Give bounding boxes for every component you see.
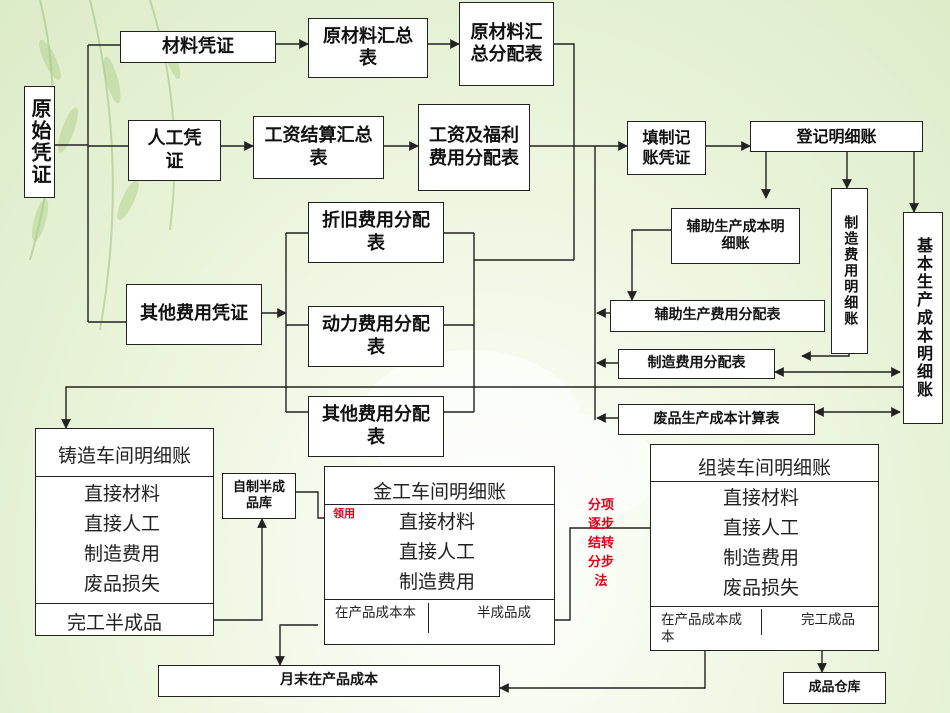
aux-ledger-box: 辅助生产成本明细账 — [671, 208, 800, 264]
aux-alloc-box: 辅助生产费用分配表 — [610, 300, 825, 332]
machining-wip-label: 在产品成本本 — [335, 605, 416, 621]
assembly-wip-label: 在产品成本成本 — [661, 612, 742, 645]
machining-divider-top — [325, 504, 554, 505]
assembly-item: 制造费用 — [723, 547, 800, 569]
material-voucher-box: 材料凭证 — [120, 31, 276, 63]
semi-store-box: 自制半成品库 — [222, 473, 296, 519]
post-ledger-box: 登记明细账 — [750, 121, 923, 152]
scrap-calc-box: 废品生产成本计算表 — [618, 404, 815, 435]
method-label: 分项逐步结转分步法 — [587, 498, 614, 589]
aux-alloc-label: 辅助生产费用分配表 — [654, 307, 781, 324]
material-summary-box: 原材料汇总表 — [308, 18, 428, 78]
basic-ledger-box: 基本生产成本明细账 — [903, 212, 943, 424]
casting-divider-top — [36, 476, 213, 477]
month-end-wip-label: 月末在产品成本 — [280, 672, 378, 689]
assembly-item: 直接材料 — [723, 487, 800, 509]
casting-item-list: 直接材料 直接人工 制造费用 废品损失 — [84, 479, 213, 599]
wage-alloc-label: 工资及福利费用分配表 — [429, 125, 519, 169]
depr-alloc-box: 折旧费用分配表 — [308, 202, 444, 263]
mfg-alloc-label: 制造费用分配表 — [647, 355, 746, 372]
post-ledger-label: 登记明细账 — [796, 126, 877, 146]
power-alloc-label: 动力费用分配表 — [322, 314, 430, 358]
casting-item: 直接材料 — [84, 483, 161, 505]
finished-store-label: 成品仓库 — [808, 679, 861, 695]
assembly-item: 直接人工 — [723, 517, 800, 539]
mfg-ledger-box: 制造费用明细账 — [831, 188, 868, 354]
assembly-divider-bottom — [651, 606, 878, 607]
wage-summary-label: 工资结算汇总表 — [264, 125, 373, 169]
material-voucher-label: 材料凭证 — [162, 35, 234, 57]
finished-store-box: 成品仓库 — [783, 672, 886, 704]
other-voucher-label: 其他费用凭证 — [140, 303, 248, 325]
machining-item: 直接材料 — [399, 511, 476, 533]
scrap-calc-label: 废品生产成本计算表 — [653, 410, 780, 427]
machining-ledger-title: 金工车间明细账 — [372, 481, 506, 503]
casting-item: 制造费用 — [84, 543, 161, 565]
original-voucher-box: 原始凭证 — [24, 86, 55, 198]
power-alloc-box: 动力费用分配表 — [308, 306, 444, 367]
assembly-finished-label: 完工成品 — [801, 612, 855, 628]
depr-alloc-label: 折旧费用分配表 — [322, 210, 430, 254]
material-summary-label: 原材料汇总表 — [323, 25, 413, 70]
machining-divider-bottom — [325, 599, 554, 600]
original-voucher-label: 原始凭证 — [28, 98, 52, 186]
machining-item-list: 直接材料 直接人工 制造费用 — [399, 507, 554, 597]
assembly-divider-vertical — [761, 609, 762, 635]
other-alloc-label: 其他费用分配表 — [322, 404, 430, 448]
machining-ledger: 金工车间明细账 直接材料 直接人工 制造费用 在产品成本本 半成品成 — [324, 466, 555, 645]
casting-footer: 完工半成品 — [66, 612, 162, 634]
assembly-item-list: 直接材料 直接人工 制造费用 废品损失 — [723, 483, 878, 603]
casting-ledger: 铸造车间明细账 直接材料 直接人工 制造费用 废品损失 完工半成品 — [35, 428, 214, 636]
labor-voucher-label: 人工凭证 — [147, 128, 202, 172]
other-alloc-box: 其他费用分配表 — [308, 396, 444, 457]
aux-ledger-label: 辅助生产成本明细账 — [686, 218, 785, 253]
casting-item: 直接人工 — [84, 513, 161, 535]
mfg-alloc-box: 制造费用分配表 — [618, 349, 775, 379]
mfg-ledger-label: 制造费用明细账 — [842, 215, 859, 327]
machining-semi-label: 半成品成 — [477, 605, 531, 621]
other-voucher-box: 其他费用凭证 — [126, 284, 262, 345]
wage-alloc-box: 工资及福利费用分配表 — [418, 104, 530, 191]
labor-voucher-box: 人工凭证 — [128, 120, 221, 181]
month-end-wip-box: 月末在产品成本 — [158, 665, 500, 697]
casting-ledger-title: 铸造车间明细账 — [57, 445, 191, 467]
assembly-divider-top — [651, 481, 878, 482]
machining-item: 直接人工 — [399, 541, 476, 563]
wage-summary-box: 工资结算汇总表 — [253, 116, 384, 179]
casting-divider-bottom — [36, 603, 213, 604]
semi-store-label: 自制半成品库 — [233, 479, 286, 511]
assembly-ledger-title: 组装车间明细账 — [697, 457, 831, 479]
assembly-item: 废品损失 — [723, 577, 800, 599]
material-alloc-box: 原材料汇总分配表 — [459, 2, 554, 86]
fill-voucher-label: 填制记账凭证 — [642, 128, 691, 167]
machining-item: 制造费用 — [399, 571, 476, 593]
requisition-label: 领用 — [333, 507, 355, 520]
casting-item: 废品损失 — [84, 573, 161, 595]
assembly-ledger: 组装车间明细账 直接材料 直接人工 制造费用 废品损失 在产品成本成本 完工成品 — [650, 444, 879, 651]
fill-voucher-box: 填制记账凭证 — [627, 121, 706, 175]
machining-divider-vertical — [428, 603, 429, 633]
basic-ledger-label: 基本生产成本明细账 — [914, 237, 933, 399]
material-alloc-label: 原材料汇总分配表 — [470, 21, 543, 66]
